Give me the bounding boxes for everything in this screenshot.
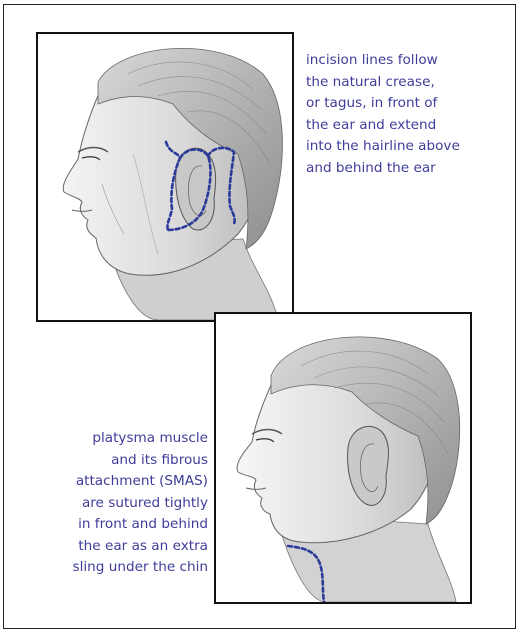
incision-caption: incision lines follow the natural crease… <box>306 50 516 179</box>
face-profile-incision-drawing <box>38 34 292 320</box>
caption-line: in front and behind <box>8 514 208 536</box>
caption-line: platysma muscle <box>8 428 208 450</box>
caption-line: attachment (SMAS) <box>8 471 208 493</box>
caption-line: incision lines follow <box>306 50 516 72</box>
caption-line: the natural crease, <box>306 72 516 94</box>
caption-line: sling under the chin <box>8 557 208 579</box>
caption-line: and behind the ear <box>306 158 516 180</box>
caption-line: the ear and extend <box>306 115 516 137</box>
illustration-platysma-suture <box>214 312 472 604</box>
illustration-incision-lines <box>36 32 294 322</box>
caption-line: the ear as an extra <box>8 536 208 558</box>
caption-line: are sutured tightly <box>8 493 208 515</box>
caption-line: and its fibrous <box>8 450 208 472</box>
face-profile-suture-drawing <box>216 314 470 602</box>
caption-line: or tagus, in front of <box>306 93 516 115</box>
caption-line: into the hairline above <box>306 136 516 158</box>
platysma-caption: platysma muscle and its fibrous attachme… <box>8 428 208 579</box>
